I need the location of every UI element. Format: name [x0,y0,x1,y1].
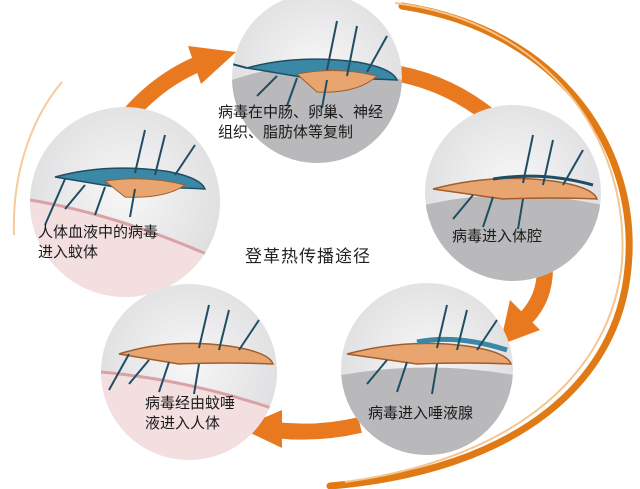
stage-circle-2 [425,105,601,281]
stage-circle-1 [232,0,402,163]
stage-circle-4 [101,284,277,460]
stage-1-line1: 病毒在中肠、卵巢、神经 [218,103,384,121]
mosquito-image [232,20,399,109]
stage-4-line1: 病毒经由蚊唾 [145,394,236,412]
stage-1-label: 病毒在中肠、卵巢、神经 组织、脂肪体等复制 [218,102,383,142]
diagram-title: 登革热传播途径 [245,247,371,267]
stage-circle-5 [30,107,220,297]
stage-5-label: 人体血液中的病毒 进入蚊体 [38,222,158,262]
stage-2-line1: 病毒进入体腔 [452,227,543,245]
decorative-swoosh [12,2,633,489]
stage-5-line1: 人体血液中的病毒 [38,223,159,241]
stage-circle-3 [341,283,513,455]
stage-5-line2: 进入蚊体 [38,243,99,261]
stage-1-line2: 组织、脂肪体等复制 [218,123,354,141]
stage-3-label: 病毒进入唾液腺 [368,403,473,423]
arrow-bottom-to-left [240,410,362,448]
stage-2-label: 病毒进入体腔 [452,226,542,246]
stage-3-line1: 病毒进入唾液腺 [368,404,474,422]
stage-4-line2: 液进入人体 [145,414,221,432]
stage-4-label: 病毒经由蚊唾 液进入人体 [145,393,235,433]
